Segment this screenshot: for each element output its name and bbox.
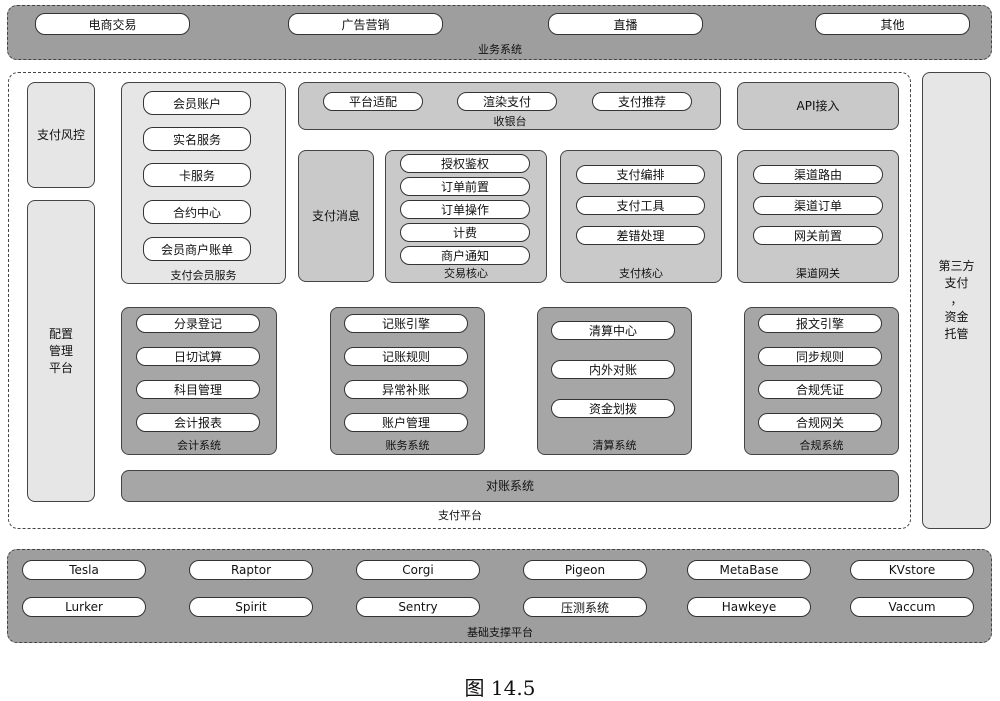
infra-sentry: Sentry <box>356 597 480 617</box>
accounting-item-report: 会计报表 <box>136 413 260 432</box>
clearing-item-center: 清算中心 <box>551 321 675 340</box>
clearing-item-transfer: 资金划拨 <box>551 399 675 418</box>
clearing-item-reconcile: 内外对账 <box>551 360 675 379</box>
cashier-item-render: 渲染支付 <box>457 92 557 111</box>
payment-platform-title: 支付平台 <box>438 509 482 522</box>
channel-item-order: 渠道订单 <box>753 196 883 215</box>
infra-tesla: Tesla <box>22 560 146 580</box>
business-item-other: 其他 <box>815 13 970 35</box>
trade-item-auth: 授权鉴权 <box>400 154 530 173</box>
cashier-item-recommend: 支付推荐 <box>592 92 692 111</box>
infra-kvstore: KVstore <box>850 560 974 580</box>
ledger-item-rules: 记账规则 <box>344 347 468 366</box>
cashier-item-adapt: 平台适配 <box>323 92 423 111</box>
api-access: API接入 <box>737 82 899 130</box>
trade-item-order-op: 订单操作 <box>400 200 530 219</box>
member-item-realname: 实名服务 <box>143 127 251 151</box>
compliance-system-title: 合规系统 <box>799 438 844 452</box>
infra-corgi: Corgi <box>356 560 480 580</box>
infra-stress-test: 压测系统 <box>523 597 647 617</box>
ledger-item-exception: 异常补账 <box>344 380 468 399</box>
payment-message: 支付消息 <box>298 150 374 282</box>
infrastructure-title: 基础支撑平台 <box>467 626 533 639</box>
business-item-ecommerce: 电商交易 <box>35 13 190 35</box>
member-item-account: 会员账户 <box>143 91 251 115</box>
channel-item-gateway-front: 网关前置 <box>753 226 883 245</box>
member-item-card: 卡服务 <box>143 163 251 187</box>
infra-spirit: Spirit <box>189 597 313 617</box>
compliance-item-voucher: 合规凭证 <box>758 380 882 399</box>
ledger-item-account: 账户管理 <box>344 413 468 432</box>
accounting-item-subject: 科目管理 <box>136 380 260 399</box>
clearing-system-title: 清算系统 <box>592 438 637 452</box>
figure-caption: 图 14.5 <box>464 676 536 700</box>
business-system-title: 业务系统 <box>478 43 522 56</box>
paycore-item-tools: 支付工具 <box>576 196 705 215</box>
reconciliation-system: 对账系统 <box>121 470 899 502</box>
payment-core-title: 支付核心 <box>619 266 663 280</box>
business-item-live: 直播 <box>548 13 703 35</box>
trade-core-title: 交易核心 <box>444 266 488 280</box>
compliance-item-sync-rules: 同步规则 <box>758 347 882 366</box>
config-management-platform: 配置 管理 平台 <box>27 200 95 502</box>
infra-vaccum: Vaccum <box>850 597 974 617</box>
payment-platform-frame <box>8 72 911 529</box>
ledger-system-title: 账务系统 <box>385 438 430 452</box>
accounting-item-entry: 分录登记 <box>136 314 260 333</box>
compliance-item-gateway: 合规网关 <box>758 413 882 432</box>
accounting-item-daily-trial: 日切试算 <box>136 347 260 366</box>
cashier-title: 收银台 <box>493 114 527 128</box>
infra-raptor: Raptor <box>189 560 313 580</box>
infra-hawkeye: Hawkeye <box>687 597 811 617</box>
channel-gateway-title: 渠道网关 <box>796 266 840 280</box>
member-item-merchant-bill: 会员商户账单 <box>143 237 251 261</box>
trade-item-merchant-notify: 商户通知 <box>400 246 530 265</box>
trade-item-order-front: 订单前置 <box>400 177 530 196</box>
paycore-item-orchestrate: 支付编排 <box>576 165 705 184</box>
infra-metabase: MetaBase <box>687 560 811 580</box>
infrastructure-band <box>7 549 992 643</box>
payment-risk-control: 支付风控 <box>27 82 95 188</box>
business-item-advertising: 广告营销 <box>288 13 443 35</box>
infra-pigeon: Pigeon <box>523 560 647 580</box>
trade-item-billing: 计费 <box>400 223 530 242</box>
third-party-custody: 第三方 支付 ， 资金 托管 <box>922 72 991 529</box>
paycore-item-error: 差错处理 <box>576 226 705 245</box>
accounting-system-title: 会计系统 <box>177 438 221 452</box>
member-service-title: 支付会员服务 <box>170 269 237 282</box>
member-item-contract: 合约中心 <box>143 200 251 224</box>
compliance-item-message-engine: 报文引擎 <box>758 314 882 333</box>
ledger-item-engine: 记账引擎 <box>344 314 468 333</box>
channel-item-route: 渠道路由 <box>753 165 883 184</box>
infra-lurker: Lurker <box>22 597 146 617</box>
